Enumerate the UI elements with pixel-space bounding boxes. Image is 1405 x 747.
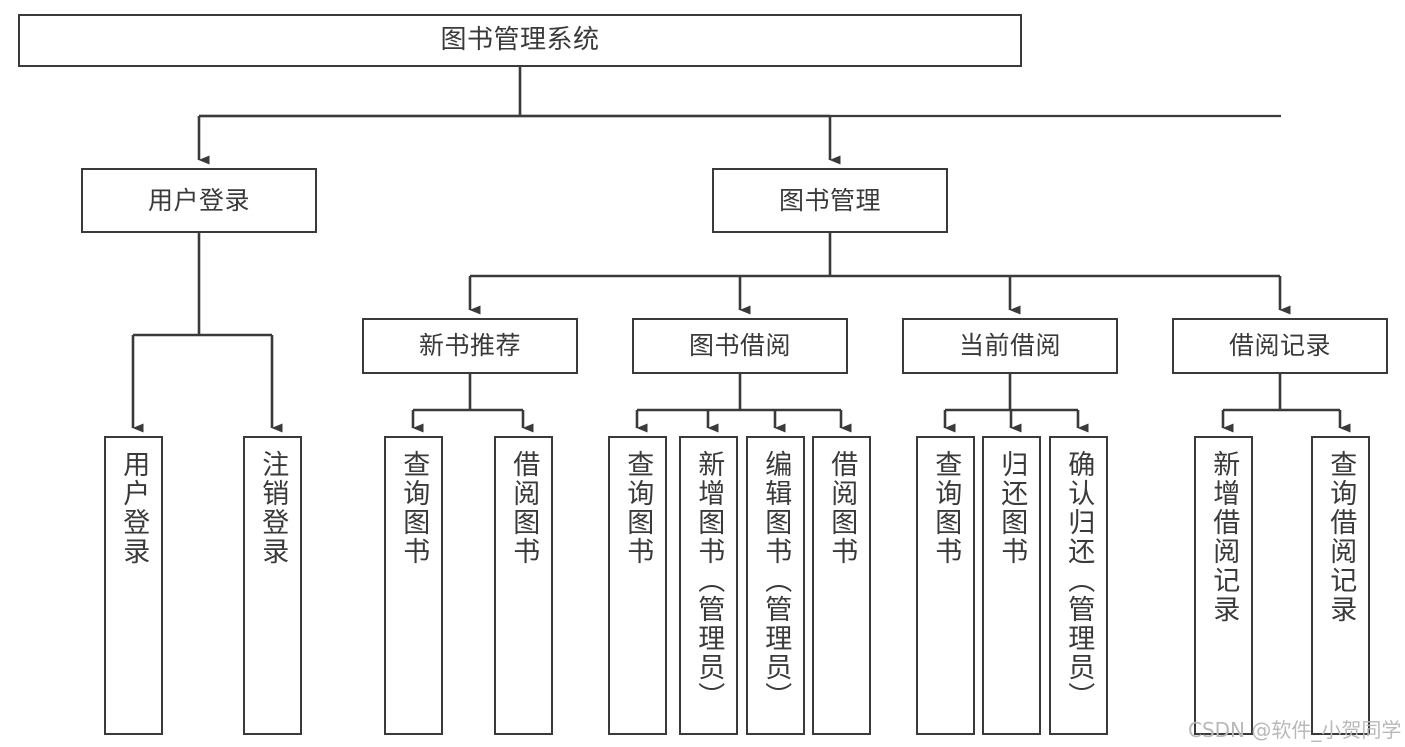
node-book-manage[interactable]: 图书管理 [712, 168, 948, 233]
node-leaf-borrow-book-1[interactable]: 借阅图书 [494, 436, 553, 735]
node-new-book-rec-label: 新书推荐 [418, 331, 521, 361]
node-borrow-record-label: 借阅记录 [1228, 331, 1331, 361]
node-book-borrow[interactable]: 图书借阅 [632, 318, 848, 374]
node-leaf-query-book-2-label: 查询图书 [622, 450, 654, 566]
node-root-label: 图书管理系统 [440, 25, 600, 56]
node-leaf-user-login[interactable]: 用户登录 [104, 436, 163, 735]
node-current-borrow-label: 当前借阅 [958, 331, 1061, 361]
node-root[interactable]: 图书管理系统 [18, 14, 1022, 67]
node-leaf-borrow-book-2[interactable]: 借阅图书 [812, 436, 871, 735]
node-leaf-query-book-1-label: 查询图书 [398, 450, 430, 566]
node-leaf-user-login-label: 用户登录 [118, 450, 150, 566]
node-book-borrow-label: 图书借阅 [688, 331, 791, 361]
node-leaf-query-record-label: 查询借阅记录 [1325, 450, 1357, 624]
node-leaf-return-book-label: 归还图书 [996, 450, 1028, 566]
node-leaf-query-book-1[interactable]: 查询图书 [384, 436, 443, 735]
node-leaf-logout-label: 注销登录 [257, 450, 289, 566]
node-leaf-confirm-return[interactable]: 确认归还（管理员） [1049, 436, 1108, 735]
node-leaf-query-book-2[interactable]: 查询图书 [608, 436, 667, 735]
node-leaf-confirm-return-label: 确认归还（管理员） [1063, 450, 1095, 711]
node-leaf-borrow-book-2-label: 借阅图书 [826, 450, 858, 566]
node-leaf-edit-book[interactable]: 编辑图书（管理员） [746, 436, 805, 735]
node-borrow-record[interactable]: 借阅记录 [1172, 318, 1388, 374]
node-leaf-logout[interactable]: 注销登录 [243, 436, 302, 735]
node-leaf-add-record[interactable]: 新增借阅记录 [1194, 436, 1253, 735]
node-leaf-add-book-label: 新增图书（管理员） [693, 450, 725, 711]
node-user-login[interactable]: 用户登录 [81, 168, 317, 233]
node-leaf-return-book[interactable]: 归还图书 [982, 436, 1041, 735]
node-leaf-edit-book-label: 编辑图书（管理员） [760, 450, 792, 711]
node-leaf-query-book-3[interactable]: 查询图书 [916, 436, 975, 735]
node-book-manage-label: 图书管理 [778, 185, 881, 215]
node-new-book-rec[interactable]: 新书推荐 [362, 318, 578, 374]
node-leaf-borrow-book-1-label: 借阅图书 [508, 450, 540, 566]
node-current-borrow[interactable]: 当前借阅 [902, 318, 1118, 374]
node-leaf-query-book-3-label: 查询图书 [930, 450, 962, 566]
node-user-login-label: 用户登录 [147, 185, 250, 215]
node-leaf-add-book[interactable]: 新增图书（管理员） [679, 436, 738, 735]
node-leaf-add-record-label: 新增借阅记录 [1208, 450, 1240, 624]
node-leaf-query-record[interactable]: 查询借阅记录 [1311, 436, 1370, 735]
